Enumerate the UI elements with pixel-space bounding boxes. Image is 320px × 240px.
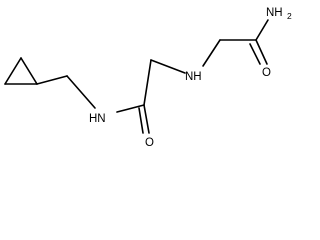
bond-carbonyl-ch2 [143,59,152,106]
bond-ch2-amine-n [150,59,186,74]
ring-bond-right [20,57,38,85]
amide-nh2-label: NH [266,7,283,19]
double-bond-right-co [249,39,268,65]
amine-nh-label: NH [185,71,202,83]
bond-carbonyl-nh2 [255,19,269,41]
bond-ring-ch2 [36,75,68,85]
cyclopropyl-ring [4,57,38,85]
bond-ch2-amide-n [66,75,96,109]
amide-nh-label: HN [89,113,106,125]
double-bond-middle-co [138,104,150,134]
bond-amine-n-ch2 [202,39,221,67]
bond-amide-n-carbonyl [116,104,145,113]
carbonyl-o-right-label: O [262,67,271,79]
amide-nh2-subscript: 2 [287,11,292,21]
ring-bond-left [4,57,22,85]
molecule-structure: HN NH O O NH 2 [4,7,292,149]
carbonyl-o-middle-label: O [145,137,154,149]
